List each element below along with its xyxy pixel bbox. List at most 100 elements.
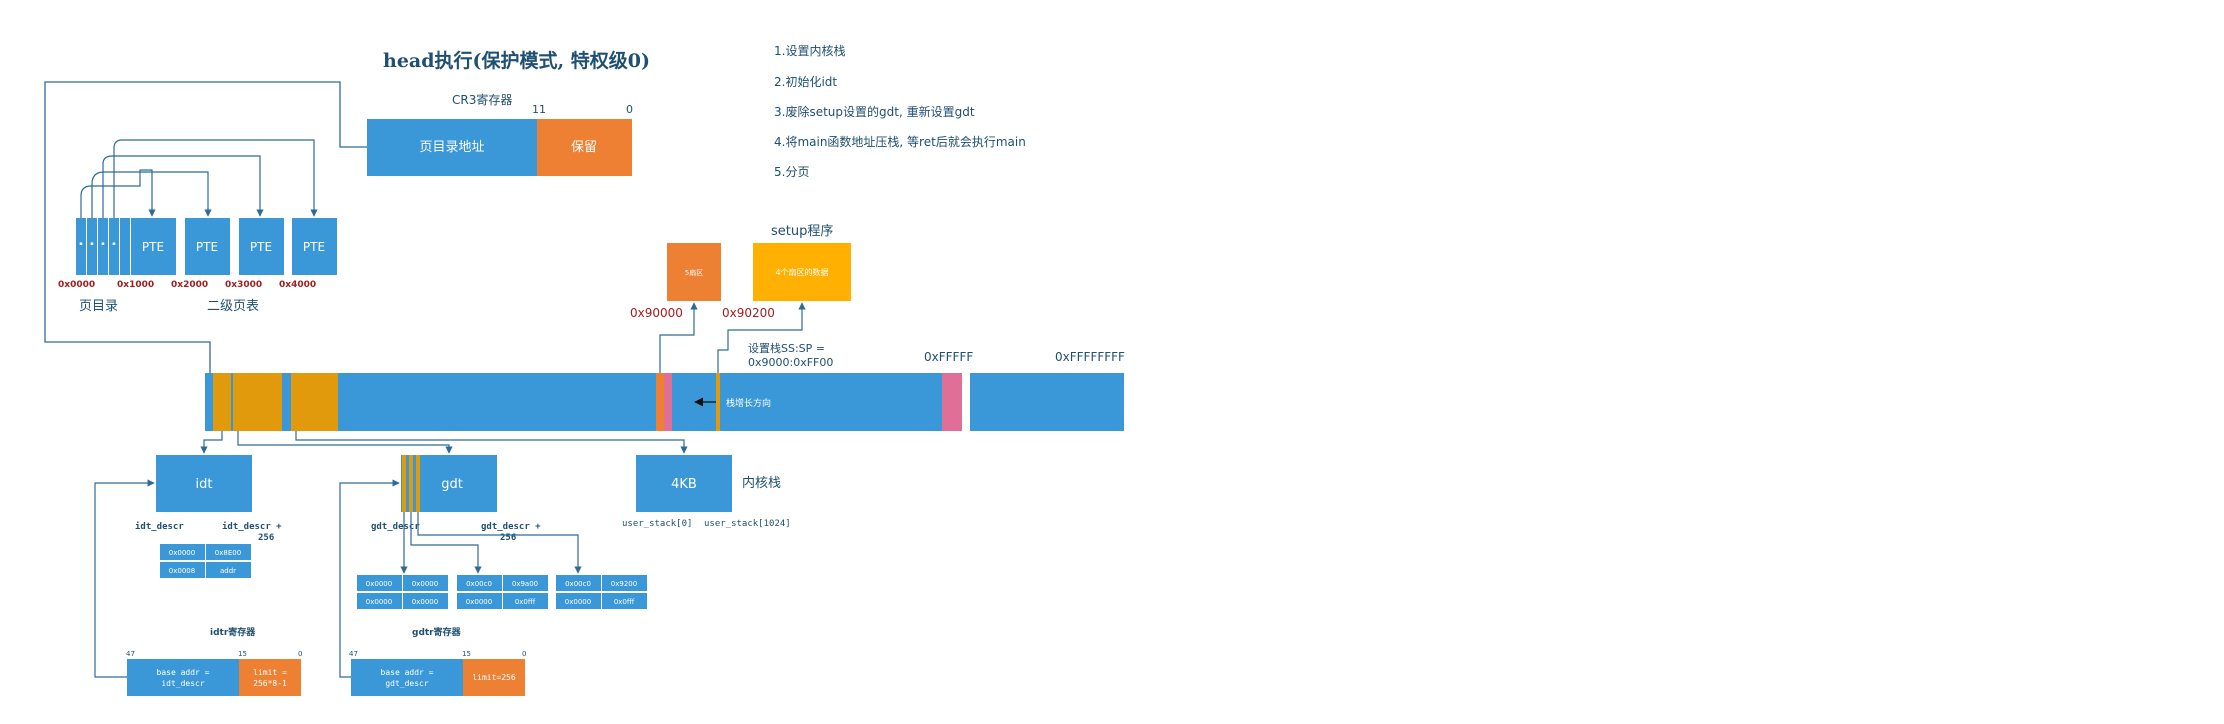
cr3-reserved-field <box>537 119 632 176</box>
pte-block <box>131 218 176 275</box>
idtr-bit0: 0 <box>298 650 302 658</box>
gdt-entries: 0x0000 0x0000 0x0000 0x0000 0x00c0 0x9a0… <box>357 575 647 609</box>
idt-text: idt <box>196 477 213 492</box>
idt-block <box>156 455 252 512</box>
gdt-cell: 0x0000 <box>565 598 591 606</box>
gdt-cell: 0x9a00 <box>512 580 538 588</box>
cr3-dir-base-text: 页目录地址 <box>419 140 484 155</box>
gdt-cell: 0x0fff <box>515 598 536 606</box>
page-table-caption: 二级页表 <box>207 299 259 314</box>
idt-descr-end: idt_descr + <box>222 521 282 532</box>
memory-bar <box>205 373 1124 431</box>
step-item: 1.设置内核栈 <box>774 43 845 58</box>
kernel-stack-label: 内核栈 <box>742 475 781 491</box>
gdt-cell: 0x0000 <box>366 580 392 588</box>
idt-cell: 0x8E00 <box>215 549 241 557</box>
pte-block <box>292 218 337 275</box>
idtr-bit15: 15 <box>238 650 247 658</box>
idt-cell: addr <box>220 567 236 575</box>
diagram-title: head执行(保护模式, 特权级0) <box>383 49 650 72</box>
cr3-dir-base-field <box>367 119 537 176</box>
setup-connectors <box>659 302 806 373</box>
gdtr-base-field <box>351 659 463 696</box>
gdt-connectors <box>400 512 582 574</box>
pte-block <box>239 218 284 275</box>
addr-90000: 0x90000 <box>630 306 683 320</box>
gdtr-limit-field <box>463 659 525 696</box>
gdtr-limit-text: limit=256 <box>472 673 516 682</box>
addr-ffffffff: 0xFFFFFFFF <box>1055 350 1125 364</box>
gdt-descr-end: gdt_descr + <box>481 522 541 532</box>
setup-data-text: 4个扇区的数据 <box>775 267 828 277</box>
pte-text: PTE <box>250 240 272 254</box>
addr-label: 0x0000 <box>58 280 95 290</box>
gdtr-connector <box>339 479 400 678</box>
gdtr-bit15: 15 <box>462 650 471 658</box>
addr-90200: 0x90200 <box>722 306 775 320</box>
idt-cell: 0x0008 <box>169 567 195 575</box>
gdt-cell: 0x0000 <box>366 598 392 606</box>
addr-label: 0x1000 <box>117 280 154 290</box>
svg-text:▪: ▪ <box>79 241 82 247</box>
pte-block <box>185 218 230 275</box>
pte-text: PTE <box>303 240 325 254</box>
idt-descr: idt_descr <box>135 521 184 532</box>
gdt-cell: 0x9200 <box>611 580 637 588</box>
setup-data-box <box>753 243 851 301</box>
stack-set-text: 设置栈SS:SP = <box>748 341 825 355</box>
pte-text: PTE <box>196 240 218 254</box>
svg-text:▪: ▪ <box>90 241 93 247</box>
idt-entry: 0x0000 0x8E00 0x0008 addr <box>160 544 251 578</box>
addr-fffff: 0xFFFFF <box>924 350 973 364</box>
addr-label: 0x4000 <box>279 280 316 290</box>
svg-text:▪: ▪ <box>112 241 115 247</box>
gdt-cell: 0x0fff <box>614 598 635 606</box>
pte-text: PTE <box>142 240 164 254</box>
stack-dir-text: 栈增长方向 <box>726 397 771 409</box>
page-dir-connectors <box>80 139 318 218</box>
memory-connectors <box>200 431 688 454</box>
gdtr-base-value: gdt_descr <box>385 679 429 688</box>
steps-list: 1.设置内核栈 2.初始化idt 3.废除setup设置的gdt, 重新设置gd… <box>774 43 1026 179</box>
setup-label: setup程序 <box>771 224 833 239</box>
cr3-label: CR3寄存器 <box>452 92 512 107</box>
gdt-cell: 0x0000 <box>412 580 438 588</box>
step-item: 2.初始化idt <box>774 75 837 89</box>
setup-sector-box <box>667 243 721 301</box>
idtr-limit-text: limit = <box>253 668 287 677</box>
gdt-cell: 0x0000 <box>466 598 492 606</box>
gdtr-bit47: 47 <box>349 650 358 658</box>
step-item: 5.分页 <box>774 165 809 179</box>
idtr-limit-value: 256*8-1 <box>253 679 287 688</box>
kernel-stack-end: user_stack[1024] <box>704 519 791 529</box>
stack-set-value: 0x9000:0xFF00 <box>748 356 833 369</box>
cr3-bit-11: 11 <box>532 103 546 116</box>
step-item: 3.废除setup设置的gdt, 重新设置gdt <box>774 104 975 119</box>
gdtr-bit0: 0 <box>522 650 526 658</box>
step-item: 4.将main函数地址压栈, 等ret后就会执行main <box>774 134 1026 149</box>
idtr-base-field <box>127 659 239 696</box>
idtr-bit47: 47 <box>126 650 135 658</box>
gdtr-base-text: base addr = <box>381 668 434 677</box>
gdt-cell: 0x00c0 <box>565 580 591 588</box>
gdtr-label: gdtr寄存器 <box>412 626 462 638</box>
paging-addresses: 0x0000 0x1000 0x2000 0x3000 0x4000 <box>58 280 316 290</box>
setup-sector-text: 5扇区 <box>685 268 703 277</box>
kernel-stack-block <box>636 455 732 512</box>
gdt-descr-end-2: 256 <box>500 533 516 543</box>
gdt-text: gdt <box>441 477 463 492</box>
addr-label: 0x2000 <box>171 280 208 290</box>
idtr-connector <box>94 479 155 678</box>
cr3-reserved-text: 保留 <box>571 140 597 155</box>
gdt-cell: 0x0000 <box>412 598 438 606</box>
idtr-label: idtr寄存器 <box>210 626 256 638</box>
cr3-register: CR3寄存器 11 0 页目录地址 保留 <box>367 92 633 176</box>
cr3-bit-0: 0 <box>626 103 633 116</box>
svg-text:▪: ▪ <box>101 241 104 247</box>
idtr-base-text: base addr = <box>157 668 210 677</box>
idt-cell: 0x0000 <box>169 549 195 557</box>
page-tables: PTE PTE PTE PTE <box>131 218 337 275</box>
kernel-stack-start: user_stack[0] <box>622 519 692 529</box>
page-dir-caption: 页目录 <box>79 299 118 314</box>
